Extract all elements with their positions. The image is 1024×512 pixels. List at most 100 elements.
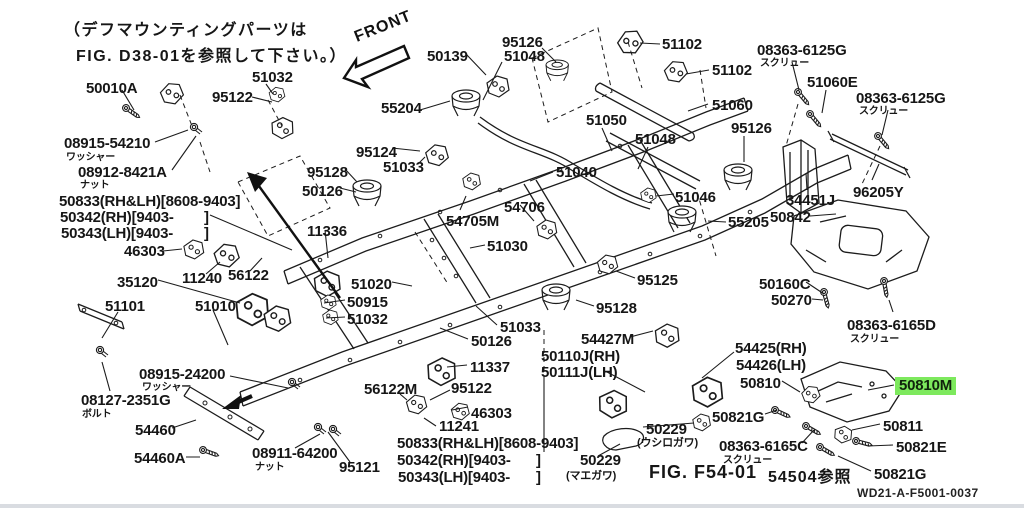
part-label: 95124 <box>356 144 397 161</box>
part-label: 08363-6125G <box>856 90 946 107</box>
part-label: 50160C <box>759 276 811 293</box>
part-label: 50126 <box>471 333 512 350</box>
part-label: ] <box>204 209 209 226</box>
part-label: 50343(LH)[9403- <box>398 469 511 486</box>
reference-arrow <box>247 172 341 299</box>
part-label: 51048 <box>635 131 676 148</box>
part-label: 54427M <box>581 331 635 348</box>
part-label: 95128 <box>596 300 637 317</box>
part-label: 50010A <box>86 80 138 97</box>
figure-reference: FIG. F54-01 <box>649 462 758 482</box>
part-label: 08915-24200 <box>139 366 226 383</box>
part-label: 51102 <box>712 62 752 79</box>
part-label: 50110J(RH) <box>541 348 620 365</box>
part-label: 50139 <box>427 48 468 65</box>
leader-lines <box>101 42 895 472</box>
part-label: 50229 <box>580 452 621 469</box>
part-label: ナット <box>80 180 110 191</box>
part-label: 50821G <box>712 409 765 426</box>
part-label: 51040 <box>556 164 597 181</box>
part-label: 55205 <box>728 214 769 231</box>
part-label: 11337 <box>470 359 510 376</box>
part-label: 08127-2351G <box>81 392 171 409</box>
part-label: 51032 <box>347 311 388 328</box>
part-label: ワッシャー <box>142 382 191 393</box>
part-label: 50842 <box>770 209 811 226</box>
part-label: 54460A <box>134 450 186 467</box>
part-label: 54425(RH) <box>735 340 807 357</box>
part-label: ワッシャー <box>66 152 115 163</box>
part-label: 95128 <box>307 164 348 181</box>
part-label: 50342(RH)[9403- <box>60 209 174 226</box>
part-label: ナット <box>255 462 285 473</box>
part-label: 50343(LH)[9403- <box>61 225 174 242</box>
part-label: 08363-6125G <box>757 42 847 59</box>
part-label: 96205Y <box>853 184 904 201</box>
part-label: 56122M <box>364 381 418 398</box>
part-label: 08912-8421A <box>78 164 167 181</box>
reference-note-line2: FIG. D38-01を参照して下さい。） <box>76 48 348 65</box>
part-label: 50821G <box>874 466 927 483</box>
part-label: 51060E <box>807 74 858 91</box>
part-label: 11336 <box>307 223 347 240</box>
part-label: 51033 <box>383 159 424 176</box>
part-label: 35120 <box>117 274 158 291</box>
part-label: ] <box>536 452 541 469</box>
part-label: 51046 <box>675 189 716 206</box>
part-label: 95125 <box>637 272 678 289</box>
part-label: 08363-6165D <box>847 317 936 334</box>
part-label: 51102 <box>662 36 702 53</box>
part-label: 08915-54210 <box>64 135 151 152</box>
part-label: 51030 <box>487 238 528 255</box>
part-label: 50270 <box>771 292 812 309</box>
part-label: スクリュー <box>760 58 809 69</box>
part-label: 54426(LH) <box>736 357 806 374</box>
part-label: 51060 <box>712 97 753 114</box>
part-label: 95121 <box>339 459 380 476</box>
part-label: 46303 <box>124 243 165 260</box>
part-label: 46303 <box>471 405 512 422</box>
part-label: 54705M <box>446 213 500 230</box>
part-label: 08911-64200 <box>252 445 338 462</box>
part-label-highlighted: 50810M <box>895 377 957 395</box>
part-label: 51048 <box>504 48 545 65</box>
part-label: 95126 <box>731 120 772 137</box>
part-label: 50126 <box>302 183 343 200</box>
dashed-lines <box>179 27 881 376</box>
part-label: 51020 <box>351 276 392 293</box>
part-label: 95126 <box>502 34 543 51</box>
part-label: 54706 <box>504 199 545 216</box>
part-label: 50229 <box>646 421 687 438</box>
part-label: (マエガワ) <box>566 470 617 482</box>
part-label: 51032 <box>252 69 293 86</box>
part-label: 51033 <box>500 319 541 336</box>
part-label: 11240 <box>182 270 222 287</box>
part-label: 50111J(LH) <box>541 364 618 381</box>
part-label: 51010 <box>195 298 236 315</box>
small-arrow <box>222 394 253 409</box>
part-label: 50811 <box>883 418 923 435</box>
part-label: 95122 <box>451 380 492 397</box>
part-label: 50833(RH&LH)[8608-9403] <box>397 435 579 452</box>
front-arrow-icon <box>342 44 411 90</box>
part-label: ボルト <box>82 409 112 420</box>
part-label: 50342(RH)[9403- <box>397 452 511 469</box>
part-label: 50810 <box>740 375 781 392</box>
part-label: 50915 <box>347 294 388 311</box>
part-label: 56122 <box>228 267 269 284</box>
figure-reference-note: 54504参照 <box>768 469 852 486</box>
part-label: ] <box>204 225 209 242</box>
part-label: 54460 <box>135 422 176 439</box>
part-label: 51050 <box>586 112 627 129</box>
part-label: スクリュー <box>850 334 899 345</box>
part-label: ] <box>536 469 541 486</box>
part-label: 51101 <box>105 298 145 315</box>
scan-edge <box>0 504 1024 508</box>
reference-note-line1: （デフマウンティングパーツは <box>64 22 308 39</box>
part-label: 95122 <box>212 89 253 106</box>
part-label: 34451J <box>786 192 835 209</box>
part-label: スクリュー <box>859 106 908 117</box>
